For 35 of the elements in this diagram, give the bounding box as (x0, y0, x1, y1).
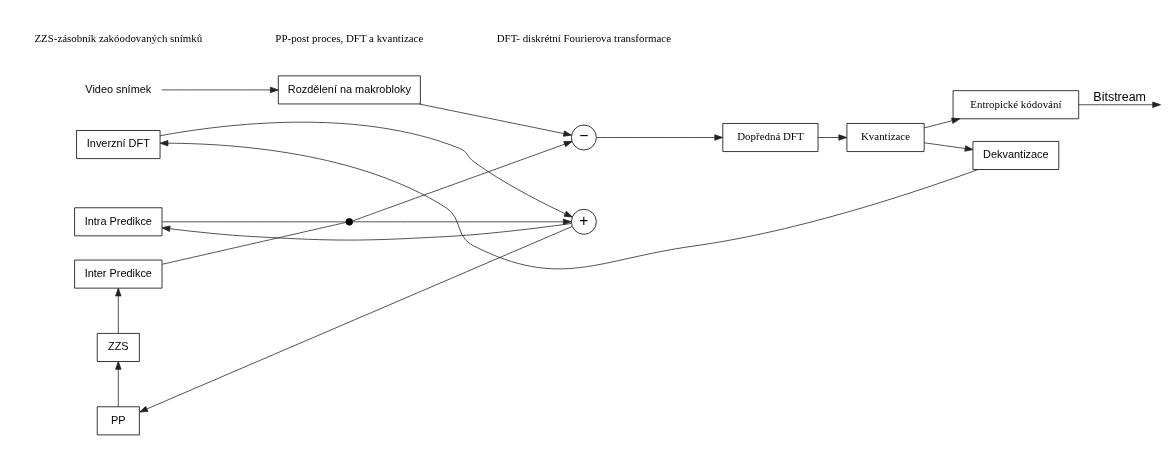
arrow (159, 121, 573, 217)
node-box: Rozdělení na makrobloky (277, 74, 421, 104)
arrow (139, 225, 573, 412)
node-box: Inter Predikce (74, 259, 163, 289)
node-box: Intra Predikce (74, 206, 163, 236)
connector (161, 221, 347, 265)
arrow (161, 222, 572, 240)
node-box: Entropické kódování (952, 89, 1080, 119)
node-box: ZZS (96, 332, 140, 362)
node-box: Kvantizace (846, 122, 925, 152)
arrow (596, 133, 723, 141)
arrow (352, 140, 573, 221)
node-text: Video snímek (85, 82, 152, 95)
arrow (115, 360, 122, 407)
arrow (161, 86, 279, 93)
arrow (352, 218, 572, 225)
node-box: PP (96, 405, 140, 435)
connector (161, 220, 347, 222)
edge-label: Bitstream (1093, 89, 1147, 104)
node-circle: − (571, 124, 597, 150)
arrow (1078, 101, 1161, 108)
node-box: Dopředná DFT (722, 122, 819, 152)
arrow (159, 139, 979, 269)
arrow (923, 117, 961, 128)
label: ZZS-zásobník zakóodovaných snímků (34, 31, 203, 44)
label: PP-post proces, DFT a kvantizace (275, 31, 424, 44)
node-circle: + (571, 208, 597, 235)
arrow (418, 103, 572, 137)
node-box: Inverzní DFT (76, 129, 161, 159)
arrow (817, 133, 848, 141)
node-box: Dekvantizace (972, 140, 1060, 170)
arrow (923, 141, 974, 152)
node-switch (345, 217, 354, 226)
label: DFT- diskrétní Fourierova transformace (496, 31, 672, 44)
arrow (115, 287, 122, 333)
